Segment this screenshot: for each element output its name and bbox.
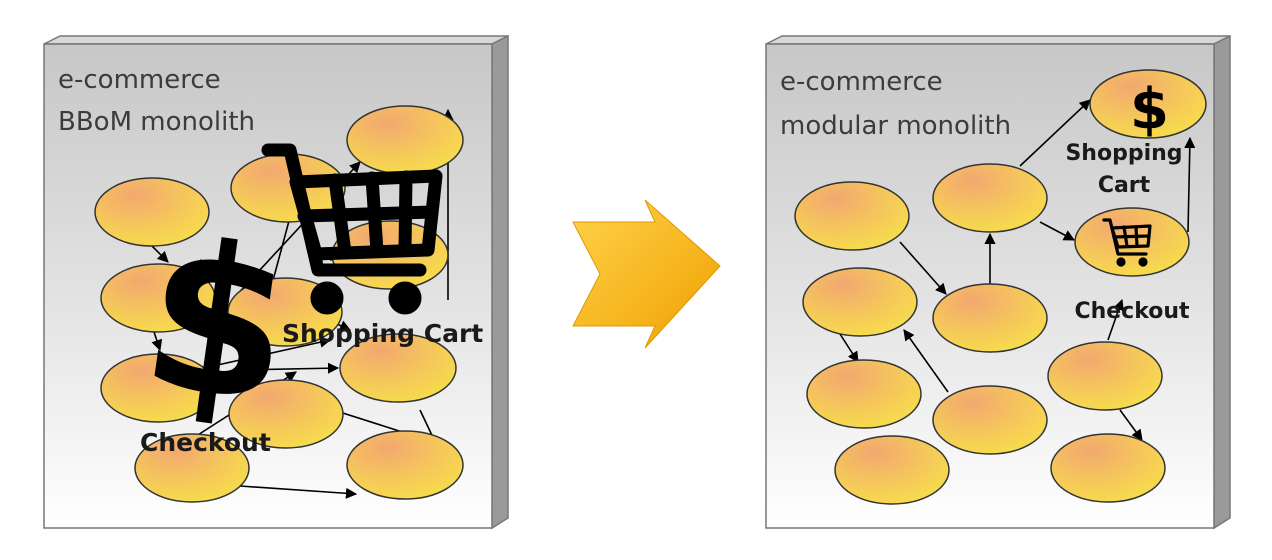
left-box-title-line2: BBoM monolith [58, 107, 255, 137]
small-dollar-icon: $ [1130, 77, 1169, 142]
small-shopping-cart-icon [1102, 218, 1152, 267]
left-shopping-cart-label: Shopping Cart [282, 319, 483, 348]
left-nodes [94, 105, 464, 503]
left-box-title-line1: e-commerce [58, 65, 221, 95]
right-box-title-line2: modular monolith [780, 111, 1011, 141]
right-node [1047, 341, 1163, 411]
transition-arrow [572, 199, 721, 349]
bbom-monolith-box: e-commerce BBoM monolith [43, 34, 509, 530]
left-checkout-label: Checkout [140, 428, 271, 457]
right-module-edges [839, 99, 1196, 441]
right-node [834, 435, 950, 505]
left-node [100, 353, 216, 423]
right-node [802, 267, 918, 337]
big-shopping-cart-icon [261, 143, 443, 315]
right-node [932, 163, 1048, 233]
right-node [932, 385, 1048, 455]
right-node [806, 359, 922, 429]
left-node [228, 379, 344, 449]
left-node [94, 177, 210, 247]
big-dollar-icon: $ [130, 195, 304, 451]
left-node [134, 433, 250, 503]
right-box-title-line1: e-commerce [780, 67, 943, 97]
left-node [100, 263, 216, 333]
modular-monolith-box: e-commerce modular monolith [765, 34, 1231, 530]
cart-module-node [1074, 207, 1190, 277]
dollar-module-node [1089, 69, 1207, 139]
right-checkout-label: Checkout [1074, 299, 1190, 324]
right-nodes [794, 69, 1207, 505]
left-node [339, 333, 457, 403]
right-node [932, 283, 1048, 353]
right-node [1050, 433, 1166, 503]
right-cart-label: Cart [1098, 173, 1151, 198]
right-shopping-label: Shopping [1065, 141, 1182, 166]
left-node [346, 105, 464, 175]
left-node [346, 430, 464, 500]
right-node [794, 181, 910, 251]
